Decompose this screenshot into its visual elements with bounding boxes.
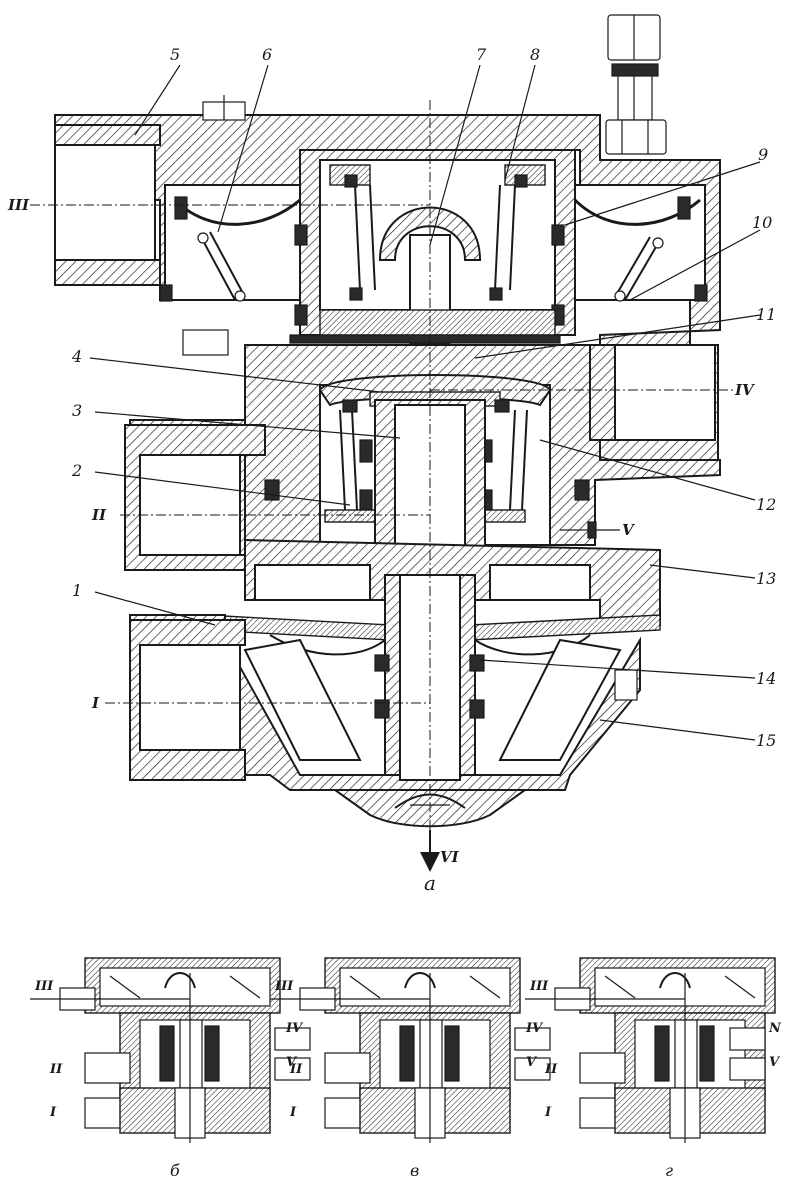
- small-v-port-II: II: [289, 1062, 303, 1077]
- port-label-V: V: [622, 521, 635, 539]
- small-v-port-V: V: [526, 1055, 538, 1070]
- part-label-13: 13: [756, 569, 776, 588]
- port-label-I: I: [91, 694, 100, 712]
- adjusting-screw: [605, 14, 667, 155]
- part-label-12: 12: [756, 495, 776, 514]
- part-number-labels: 5 6 7 8 9 10 11 4 3 2 12 13 1 14 15: [71, 45, 776, 750]
- small-v-port-I: I: [289, 1105, 297, 1120]
- port-IV-bore: [614, 344, 716, 441]
- small-g-port-II: II: [544, 1062, 558, 1077]
- port-label-III: III: [7, 196, 30, 214]
- part-label-10: 10: [752, 213, 772, 232]
- small-b-port-II: II: [49, 1062, 63, 1077]
- port-III-bore: [54, 144, 156, 261]
- caption-g: г: [665, 1161, 673, 1180]
- part-label-5: 5: [170, 45, 180, 64]
- small-v-port-IV: IV: [525, 1021, 544, 1036]
- part-label-8: 8: [530, 45, 540, 64]
- small-g-port-N: N: [768, 1021, 782, 1036]
- top-bolt: [202, 95, 246, 121]
- small-view-g: III N II V I г: [525, 957, 782, 1180]
- leader-lines: [89, 64, 761, 741]
- small-b-port-I: I: [49, 1105, 57, 1120]
- small-g-port-I: I: [544, 1105, 552, 1120]
- part-label-4: 4: [71, 347, 82, 366]
- valve-dome: [378, 206, 482, 261]
- small-g-port-V: V: [769, 1055, 781, 1070]
- port-label-VI: VI: [440, 848, 460, 866]
- small-v-port-III: III: [274, 979, 294, 994]
- part-label-3: 3: [72, 401, 82, 420]
- main-section-view: [30, 14, 735, 872]
- part-label-15: 15: [756, 731, 776, 750]
- caption-a: а: [424, 871, 436, 895]
- part-label-1: 1: [72, 581, 82, 600]
- small-g-port-III: III: [529, 979, 549, 994]
- part-label-9: 9: [758, 145, 768, 164]
- port-II-bore: [139, 454, 241, 556]
- small-b-port-III: III: [34, 979, 54, 994]
- part-label-2: 2: [71, 461, 82, 480]
- diaphragm-6: [173, 198, 301, 226]
- port-labels: III IV II V I VI а: [7, 196, 755, 895]
- small-view-b: III IV II V I б: [30, 957, 311, 1180]
- small-b-port-V: V: [286, 1055, 298, 1070]
- small-view-v: III IV II V I в: [270, 957, 551, 1180]
- part-label-14: 14: [756, 669, 776, 688]
- part-label-11: 11: [756, 305, 776, 324]
- part-label-7: 7: [476, 45, 487, 64]
- caption-b: б: [170, 1161, 180, 1180]
- port-label-IV: IV: [734, 381, 755, 399]
- small-b-port-IV: IV: [285, 1021, 304, 1036]
- part-label-6: 6: [262, 45, 272, 64]
- caption-v: в: [410, 1161, 419, 1180]
- port-I-bore: [139, 644, 241, 751]
- port-label-II: II: [91, 506, 107, 524]
